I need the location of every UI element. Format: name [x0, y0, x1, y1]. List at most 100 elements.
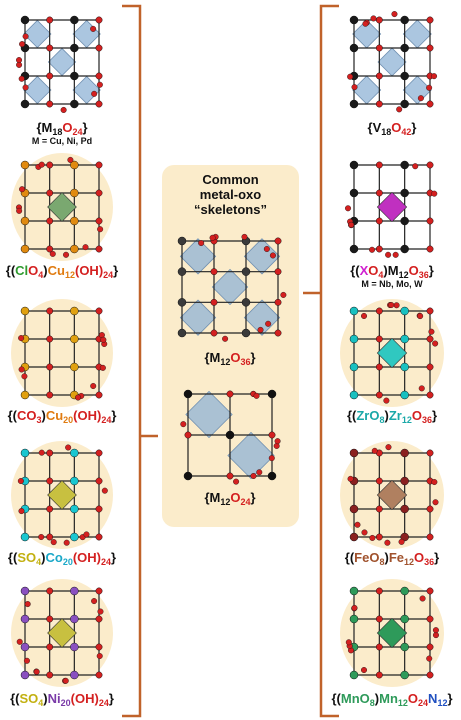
formula-part: 24	[101, 415, 112, 425]
formula-part: Zr	[388, 408, 402, 423]
formula-part: O	[414, 550, 425, 565]
formula-part: O	[368, 263, 379, 278]
formula-part: {(	[10, 691, 20, 706]
formula-part: (OH)	[70, 691, 99, 706]
formula-part: }	[411, 120, 417, 135]
formula-part: 36	[418, 270, 429, 280]
formula-part: }	[428, 263, 434, 278]
formula-part: )	[43, 263, 48, 278]
m18o24-cluster-icon	[16, 15, 103, 113]
formula-part: Cu	[47, 263, 65, 278]
formula-left-4: {(SO4)Ni20(OH)24}	[10, 691, 114, 708]
formula-part: 4	[378, 270, 384, 280]
mno8-mn12o24n12-cluster-icon	[340, 579, 444, 687]
label-m12o24: {M12O24}	[204, 490, 256, 507]
formula-part: 24	[98, 698, 109, 708]
formula-part: )	[374, 691, 380, 706]
formula-part: 3	[36, 415, 42, 425]
label-m12o36: {M12O36}	[204, 350, 256, 367]
formula-part: 18	[52, 127, 63, 137]
formula-part: ZrO	[356, 408, 380, 423]
v18o42-cluster-icon	[347, 11, 438, 113]
formula-part: {V	[367, 120, 382, 135]
feo8-fe12o36-cluster-icon	[340, 441, 444, 549]
formula-part: 12	[437, 698, 448, 708]
formula-right-0: {V18O42}	[368, 120, 417, 137]
co3-cu20-cluster-icon	[11, 299, 113, 407]
formula-part: O	[62, 120, 73, 135]
formula-part: 24	[418, 698, 429, 708]
formula-part: 42	[401, 127, 412, 137]
m12o36-skeleton-icon	[177, 233, 287, 342]
formula-part: 12	[404, 557, 415, 567]
formula-left-3: {(SO4)Co20(OH)24}	[8, 550, 116, 567]
formula-left-2: {(CO3)Cu20(OH)24}	[8, 408, 117, 425]
formula-part: 20	[62, 557, 73, 567]
formula-part: }	[111, 550, 117, 565]
formula-part: 20	[63, 415, 74, 425]
formula-right-4: {(MnO8)Mn12O24N12}	[331, 691, 452, 708]
formula-part: }	[431, 408, 438, 423]
formula-part: 8	[379, 415, 385, 425]
formula-part: )M	[383, 263, 399, 278]
clo4-cu12-cluster-icon	[11, 153, 113, 261]
formula-part: 36	[424, 557, 435, 567]
formula-part: {(	[5, 263, 16, 278]
formula-part: O	[408, 263, 419, 278]
formula-part: {M	[36, 120, 53, 135]
formula-part: 8	[379, 557, 385, 567]
formula-part: {(	[7, 550, 18, 565]
formula-right-2: {(ZrO8)Zr12O36}	[347, 408, 437, 425]
formula-part: 8	[369, 698, 375, 708]
formula-part: O	[28, 263, 39, 278]
formula-note-right-1: M = Nb, Mo, W	[361, 279, 423, 289]
formula-part: {(	[346, 408, 357, 423]
formula-part: 12	[64, 270, 75, 280]
formula-part: Cu	[45, 408, 64, 423]
formula-right-3: {(FeO8)Fe12O36}	[345, 550, 439, 567]
formula-part: (OH)	[74, 263, 104, 278]
formula-part: )	[384, 550, 389, 565]
center-title-line-1: Common	[202, 172, 259, 187]
formula-part: N	[428, 691, 438, 706]
center-title-line-2: metal-oxo	[199, 187, 262, 202]
formula-part: Ni	[47, 691, 61, 706]
formula-part: O	[391, 120, 402, 135]
formula-left-0: {M18O24}	[36, 120, 87, 137]
formula-part: {(	[331, 691, 341, 706]
formula-part: 20	[60, 698, 71, 708]
so4-ni20-cluster-icon	[11, 579, 113, 687]
formula-part: {(	[7, 408, 17, 423]
formula-part: O	[411, 408, 422, 423]
formula-part: CO	[16, 408, 37, 423]
formula-part: 24	[101, 557, 112, 567]
formula-part: }	[82, 120, 88, 135]
left-bracket	[122, 4, 158, 718]
formula-part: 12	[398, 270, 409, 280]
so4-co20-cluster-icon	[11, 441, 113, 549]
formula-left-1: {(ClO4)Cu12(OH)24}	[6, 263, 118, 280]
formula-part: )	[384, 408, 389, 423]
formula-part: (OH)	[73, 408, 102, 423]
formula-note-left-0: M = Cu, Ni, Pd	[31, 136, 93, 146]
formula-part: 12	[397, 698, 408, 708]
formula-part: FeO	[354, 550, 380, 565]
formula-part: 24	[72, 127, 83, 137]
formula-part: )	[41, 550, 46, 565]
zro8-zr12o36-cluster-icon	[340, 299, 444, 407]
formula-part: )	[41, 408, 46, 423]
formula-part: }	[434, 550, 440, 565]
formula-part: {(	[344, 550, 355, 565]
formula-part: }	[111, 408, 117, 423]
formula-part: Co	[45, 550, 63, 565]
formula-part: {(	[350, 263, 360, 278]
formula-part: SO	[17, 550, 37, 565]
formula-part: O	[407, 691, 419, 706]
formula-part: 4	[36, 557, 42, 567]
formula-part: 36	[421, 415, 432, 425]
formula-part: SO	[19, 691, 39, 706]
center-title: Common metal-oxo “skeletons”	[162, 172, 299, 217]
formula-part: Cl	[15, 263, 29, 278]
formula-part: }	[113, 263, 119, 278]
